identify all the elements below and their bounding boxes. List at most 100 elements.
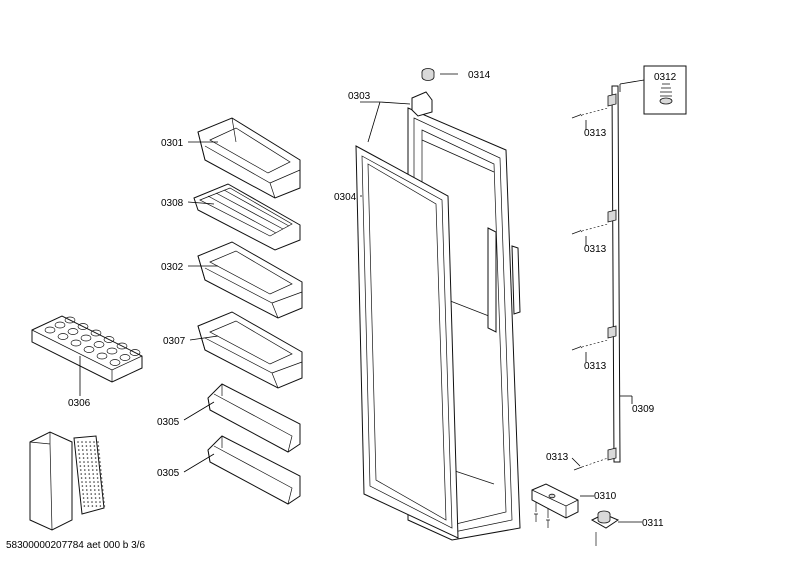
- egg-hole: [67, 328, 79, 335]
- screw: [571, 345, 583, 351]
- filter-mesh-dot: [86, 493, 88, 495]
- hinge-pin-0311: [590, 510, 620, 546]
- filter-mesh-dot: [95, 465, 98, 467]
- filter-mesh-dot: [98, 493, 100, 495]
- filter-mesh-dot: [94, 489, 96, 491]
- filter-mesh-dot: [90, 497, 93, 499]
- egg-hole: [83, 346, 95, 353]
- filter-mesh-dot: [97, 481, 99, 483]
- filter-mesh-dot: [100, 473, 102, 475]
- filter-mesh-dot: [91, 461, 93, 463]
- egg-tray-0306: [31, 315, 143, 383]
- filter-mesh-dot: [82, 449, 84, 451]
- filter-mesh-dot: [89, 481, 91, 483]
- filter-mesh-dot: [97, 445, 100, 447]
- filter-mesh-dot: [94, 453, 96, 455]
- filter-mesh-dot: [88, 469, 90, 471]
- filter-mesh-dot: [79, 461, 81, 463]
- egg-hole: [90, 329, 102, 337]
- door-gasket-0304: [355, 145, 459, 539]
- filter-mesh-dot: [100, 477, 103, 479]
- filter-mesh-dot: [77, 441, 79, 443]
- filter-mesh-dot: [90, 453, 92, 455]
- filter-mesh-dot: [84, 469, 86, 471]
- spring-0312: [643, 65, 687, 115]
- filter-mesh-dot: [96, 477, 99, 479]
- egg-hole: [109, 359, 121, 366]
- filter-mesh-dot: [98, 453, 100, 455]
- label-0313-b: 0313: [584, 244, 607, 255]
- label-0309: 0309: [632, 404, 655, 415]
- filter-mesh-dot: [92, 469, 94, 471]
- door-rail-0309: [607, 85, 621, 463]
- egg-hole: [129, 349, 141, 356]
- filter-mesh-dot: [102, 497, 105, 499]
- filter-mesh-dot: [90, 457, 93, 459]
- filter-mesh-dot: [78, 457, 81, 459]
- filter-mesh-dot: [90, 493, 92, 495]
- egg-hole: [103, 336, 115, 343]
- screw: [546, 519, 550, 528]
- egg-hole: [64, 316, 76, 324]
- filter-mesh-dot: [89, 441, 91, 443]
- label-0307: 0307: [163, 336, 186, 347]
- filter-mesh-dot: [92, 477, 95, 479]
- filter-mesh-dot: [95, 501, 97, 503]
- filter-mesh-dot: [85, 445, 88, 447]
- label-0313-d: 0313: [546, 452, 569, 463]
- filter-mesh-dot: [78, 453, 80, 455]
- filter-mesh-dot: [83, 461, 85, 463]
- filter-mesh-dot: [86, 449, 88, 451]
- door-shelf-0305-lower: [207, 435, 301, 505]
- filter-mesh-dot: [95, 505, 98, 507]
- drawing-number: 58300000207784 aet 000 b 3/6: [6, 540, 146, 551]
- filter-mesh-dot: [82, 457, 85, 459]
- filter-mesh-dot: [83, 505, 86, 507]
- label-0301: 0301: [161, 138, 184, 149]
- filter-mesh-dot: [90, 449, 92, 451]
- filter-mesh-dot: [89, 445, 92, 447]
- filter-mesh-dot: [78, 449, 80, 451]
- filter-mesh-dot: [77, 445, 80, 447]
- filter-mesh-dot: [82, 453, 84, 455]
- egg-hole: [116, 342, 128, 350]
- filter-mesh-dot: [93, 485, 96, 487]
- door-shelf-0307: [197, 311, 303, 389]
- egg-hole: [106, 347, 118, 355]
- screw-axis: [581, 223, 609, 232]
- egg-hole: [57, 333, 69, 340]
- filter-mesh-dot: [93, 441, 95, 443]
- egg-hole: [54, 321, 66, 329]
- filter-mesh-dot: [91, 501, 93, 503]
- filter-mesh-dot: [101, 481, 103, 483]
- filter-mesh-dot: [91, 505, 94, 507]
- filter-mesh-dot: [84, 477, 87, 479]
- filter-mesh-dot: [92, 473, 94, 475]
- label-0311: 0311: [642, 518, 664, 529]
- door-shelf-0305-upper: [207, 383, 301, 453]
- filter-mesh-dot: [102, 493, 104, 495]
- filter-mesh-dot: [99, 501, 101, 503]
- filter-mesh-dot: [81, 481, 83, 483]
- label-0303: 0303: [348, 91, 371, 102]
- label-0305-lower: 0305: [157, 468, 180, 479]
- filter-mesh-dot: [85, 485, 88, 487]
- door-shelf-0301: [197, 117, 301, 199]
- hinge-cap-0314: [421, 68, 435, 81]
- filter-mesh-dot: [96, 473, 98, 475]
- filter-mesh-dot: [85, 441, 87, 443]
- filter-mesh-dot: [86, 453, 88, 455]
- screw: [573, 466, 583, 471]
- label-0308: 0308: [161, 198, 184, 209]
- label-0302: 0302: [161, 262, 184, 273]
- screw: [571, 113, 583, 119]
- filter-mesh-dot: [84, 473, 86, 475]
- filter-mesh-dot: [82, 497, 85, 499]
- label-0314: 0314: [468, 70, 491, 81]
- filter-mesh-dot: [82, 493, 84, 495]
- filter-mesh-dot: [95, 461, 97, 463]
- door-shelf-0302: [197, 241, 303, 319]
- part-labels: 0301 0308 0302 0307 0305 0305 0306 0303 …: [68, 70, 677, 529]
- label-0312: 0312: [654, 72, 677, 83]
- label-0305-upper: 0305: [157, 417, 180, 428]
